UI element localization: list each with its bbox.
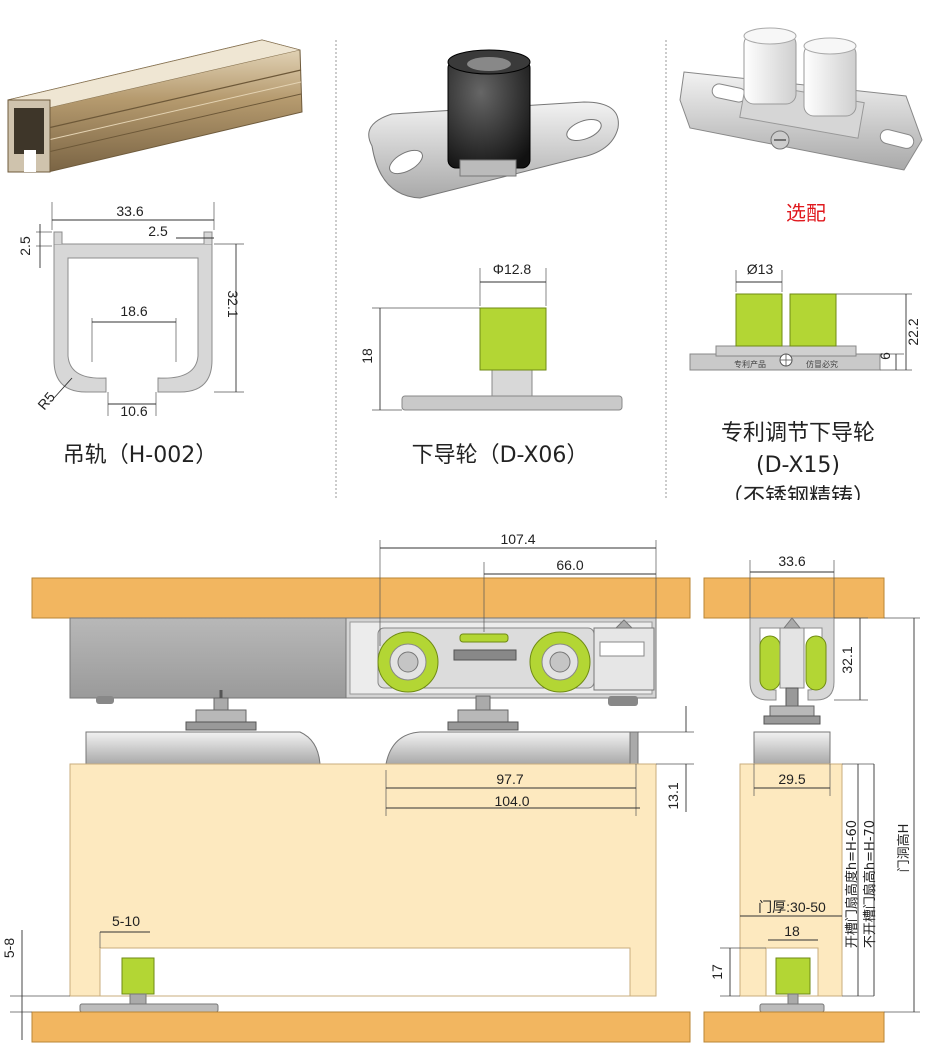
plate-text-right: 仿冒必究 xyxy=(806,359,838,369)
side-floor xyxy=(703,1011,885,1043)
no-slot-height-label: 不开槽门扇高h=H-70 xyxy=(862,820,878,948)
plate-gap-label: 13.1 xyxy=(665,782,681,809)
patent-caption-line2: (D-X15) xyxy=(756,453,840,478)
overall-length-label: 107.4 xyxy=(500,531,535,547)
guide-wheel-drawing xyxy=(401,307,623,411)
optional-label: 选配 xyxy=(786,201,826,225)
plate-text-left: 专利产品 xyxy=(734,359,766,369)
patent-caption-line1: 专利调节下导轮 xyxy=(721,421,875,446)
door-thickness-label: 门厚:30-50 xyxy=(758,899,826,915)
floor xyxy=(31,1011,691,1043)
inner-length-label: 97.7 xyxy=(496,771,523,787)
guide-height-label: 18 xyxy=(359,348,375,364)
end-stopper xyxy=(593,627,655,691)
patent-height-label: 22.2 xyxy=(905,318,921,345)
patent-diameter-label: Ø13 xyxy=(747,261,774,277)
offset-length-label: 66.0 xyxy=(556,557,583,573)
rail-lip-v-label: 2.5 xyxy=(17,236,33,256)
guide-dimensions: Φ12.8 18 xyxy=(359,261,547,411)
side-rail-height-label: 32.1 xyxy=(839,646,855,673)
rail-radius-label: R5 xyxy=(34,389,58,413)
rail-dimensions: 33.6 2.5 2.5 32.1 18.6 10.6 R5 xyxy=(17,202,244,419)
rail-opening-label: 10.6 xyxy=(120,403,147,419)
opening-height-label: 门洞高H xyxy=(896,824,912,873)
rail-inner-label: 18.6 xyxy=(120,303,147,319)
outer-length-label: 104.0 xyxy=(494,793,529,809)
rail-lip-label: 2.5 xyxy=(148,223,168,239)
guide-wheel-photo xyxy=(368,49,619,199)
rail-caption: 吊轨（H-002） xyxy=(63,443,217,468)
side-ceiling xyxy=(703,577,885,619)
ceiling-beam xyxy=(31,577,691,619)
patent-guide-dimensions: Ø13 22.2 6 xyxy=(735,261,921,371)
side-dimensions: 33.6 32.1 29.5 门厚:30-50 18 17 开槽门扇高度h=H-… xyxy=(709,553,920,1013)
groove-width-label: 18 xyxy=(784,923,800,939)
floor-guide-wheel xyxy=(121,957,155,995)
side-rail-width-label: 33.6 xyxy=(778,553,805,569)
front-view xyxy=(31,577,691,1043)
patent-guide-drawing: 专利产品 仿冒必究 xyxy=(689,293,881,371)
rail-width-label: 33.6 xyxy=(116,203,143,219)
patent-base-label: 6 xyxy=(877,352,893,360)
side-view xyxy=(703,577,885,1043)
guide-diameter-label: Φ12.8 xyxy=(493,261,532,277)
side-plate-width-label: 29.5 xyxy=(778,771,805,787)
rail-section-drawing xyxy=(53,231,213,393)
guide-inset-label: 5-10 xyxy=(112,913,140,929)
patent-guide-photo xyxy=(679,27,923,171)
slot-height-label: 开槽门扇高度h=H-60 xyxy=(844,820,860,948)
rail-body xyxy=(69,617,347,699)
front-dimensions: 107.4 66.0 97.7 104.0 13.1 5-8 5-10 xyxy=(1,531,694,1040)
groove-depth-label: 17 xyxy=(709,964,725,980)
rail-photo xyxy=(7,39,303,173)
floor-gap-label: 5-8 xyxy=(1,938,17,958)
rail-height-label: 32.1 xyxy=(225,290,241,317)
guide-caption: 下导轮（D-X06） xyxy=(412,443,589,468)
